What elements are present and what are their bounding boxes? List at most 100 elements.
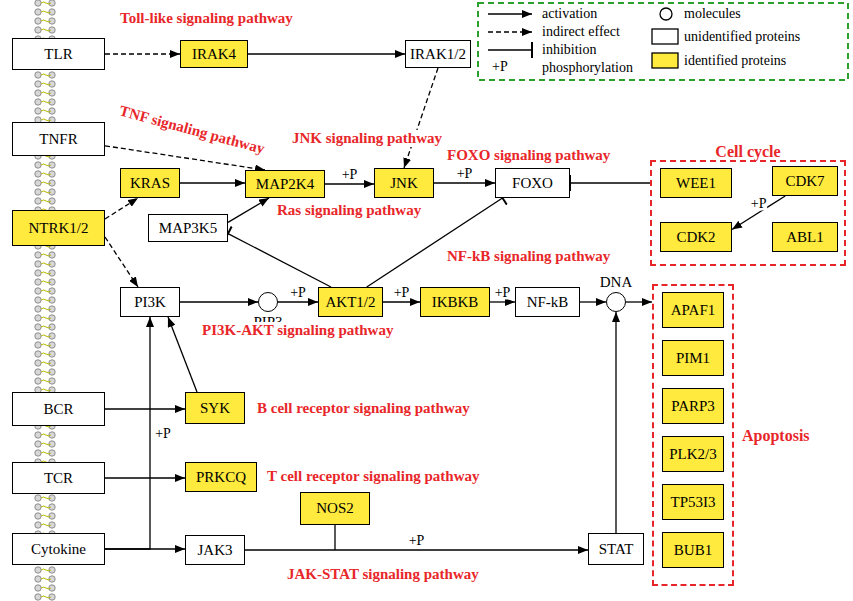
protein-box: TLR (12, 38, 105, 70)
lipid-tail (41, 587, 51, 589)
identified-protein-box: TP53I3 (662, 484, 724, 520)
lipid-tail (41, 29, 51, 31)
lipid-tail (41, 299, 51, 301)
node-label: PARP3 (671, 398, 715, 415)
activation-arrow (180, 182, 245, 183)
node-label: JAK3 (197, 542, 232, 559)
lipid-head (49, 297, 55, 303)
pathway-label: PI3K-AKT signaling pathway (200, 322, 395, 339)
phosphorylation-mark: +P (408, 533, 426, 548)
activation-arrow (434, 182, 495, 183)
lipid-tail (41, 254, 51, 256)
lipid-head (49, 333, 55, 339)
lipid-head (49, 72, 55, 78)
lipid-head (49, 90, 55, 96)
lipid-tail (41, 281, 51, 283)
node-label: PLK2/3 (669, 446, 717, 463)
lipid-head (35, 306, 41, 312)
lipid-head (49, 351, 55, 357)
lipid-tail (41, 110, 51, 112)
lipid-head (35, 333, 41, 339)
lipid-head (35, 585, 41, 591)
node-label: TLR (44, 46, 72, 63)
identified-protein-box: AKT1/2 (318, 287, 383, 317)
lipid-head (49, 171, 55, 177)
protein-box: JAK3 (185, 535, 245, 565)
lipid-head (35, 0, 41, 6)
lipid-head (49, 369, 55, 375)
lipid-head (35, 72, 41, 78)
lipid-tail (41, 524, 51, 526)
lipid-tail (41, 443, 51, 445)
identified-protein-box: PARP3 (662, 388, 724, 424)
molecule-circle: PIP3 (258, 292, 278, 312)
lipid-tail (41, 92, 51, 94)
lipid-tail (41, 515, 51, 517)
identified-protein-box: APAF1 (662, 292, 724, 328)
lipid-head (49, 378, 55, 384)
lipid-head (35, 432, 41, 438)
lipid-tail (41, 263, 51, 265)
protein-box: PI3K (120, 287, 180, 317)
lipid-tail (41, 308, 51, 310)
lipid-head (35, 99, 41, 105)
lipid-head (49, 99, 55, 105)
lipid-head (35, 261, 41, 267)
identified-protein-box: KRAS (120, 168, 180, 198)
lipid-head (49, 315, 55, 321)
lipid-head (49, 441, 55, 447)
lipid-head (35, 81, 41, 87)
lipid-head (35, 576, 41, 582)
lipid-tail (41, 596, 51, 598)
node-label: STAT (599, 541, 634, 558)
lipid-tail (41, 83, 51, 85)
identified-protein-box: PIM1 (662, 340, 724, 376)
pathway-label: T cell receptor signaling pathway (265, 468, 482, 485)
activation-arrow (580, 301, 606, 302)
node-label: TNFR (39, 131, 77, 148)
lipid-tail (41, 317, 51, 319)
lipid-head (49, 432, 55, 438)
lipid-head (49, 522, 55, 528)
node-label: PIM1 (676, 350, 710, 367)
lipid-head (35, 351, 41, 357)
lipid-tail (41, 182, 51, 184)
lipid-head (35, 441, 41, 447)
activation-arrow (105, 408, 185, 409)
lipid-tail (41, 353, 51, 355)
legend-text: identified proteins (684, 52, 786, 69)
node-label: NF-kB (527, 294, 569, 311)
node-label: PRKCQ (196, 469, 246, 486)
pathway-label: JNK signaling pathway (290, 130, 444, 147)
activation-arrow (490, 301, 515, 302)
protein-box: TNFR (12, 122, 105, 156)
lipid-head (35, 369, 41, 375)
node-label: BCR (43, 401, 73, 418)
lipid-head (35, 198, 41, 204)
node-label: WEE1 (676, 175, 716, 192)
node-label: APAF1 (671, 302, 715, 319)
lipid-tail (41, 191, 51, 193)
node-label: JNK (390, 175, 418, 192)
legend-sample (488, 14, 532, 15)
lipid-head (35, 189, 41, 195)
node-label: DNA (600, 274, 633, 291)
legend-text: indirect effect (542, 23, 620, 40)
lipid-head (35, 594, 41, 600)
legend-sample (652, 53, 678, 68)
lipid-head (49, 270, 55, 276)
phosphorylation-mark: +P (750, 195, 768, 210)
lipid-head (35, 252, 41, 258)
legend-text: inhibition (542, 41, 596, 58)
lipid-tail (41, 380, 51, 382)
identified-protein-box: IKBKB (420, 287, 490, 317)
lipid-head (35, 342, 41, 348)
identified-protein-box: NOS2 (300, 492, 370, 525)
node-label: CDK2 (676, 229, 715, 246)
lipid-tail (41, 290, 51, 292)
identified-protein-box: SYK (185, 392, 245, 424)
node-label: AKT1/2 (326, 294, 376, 311)
node-label: PI3K (134, 294, 166, 311)
lipid-head (49, 198, 55, 204)
lipid-head (35, 567, 41, 573)
